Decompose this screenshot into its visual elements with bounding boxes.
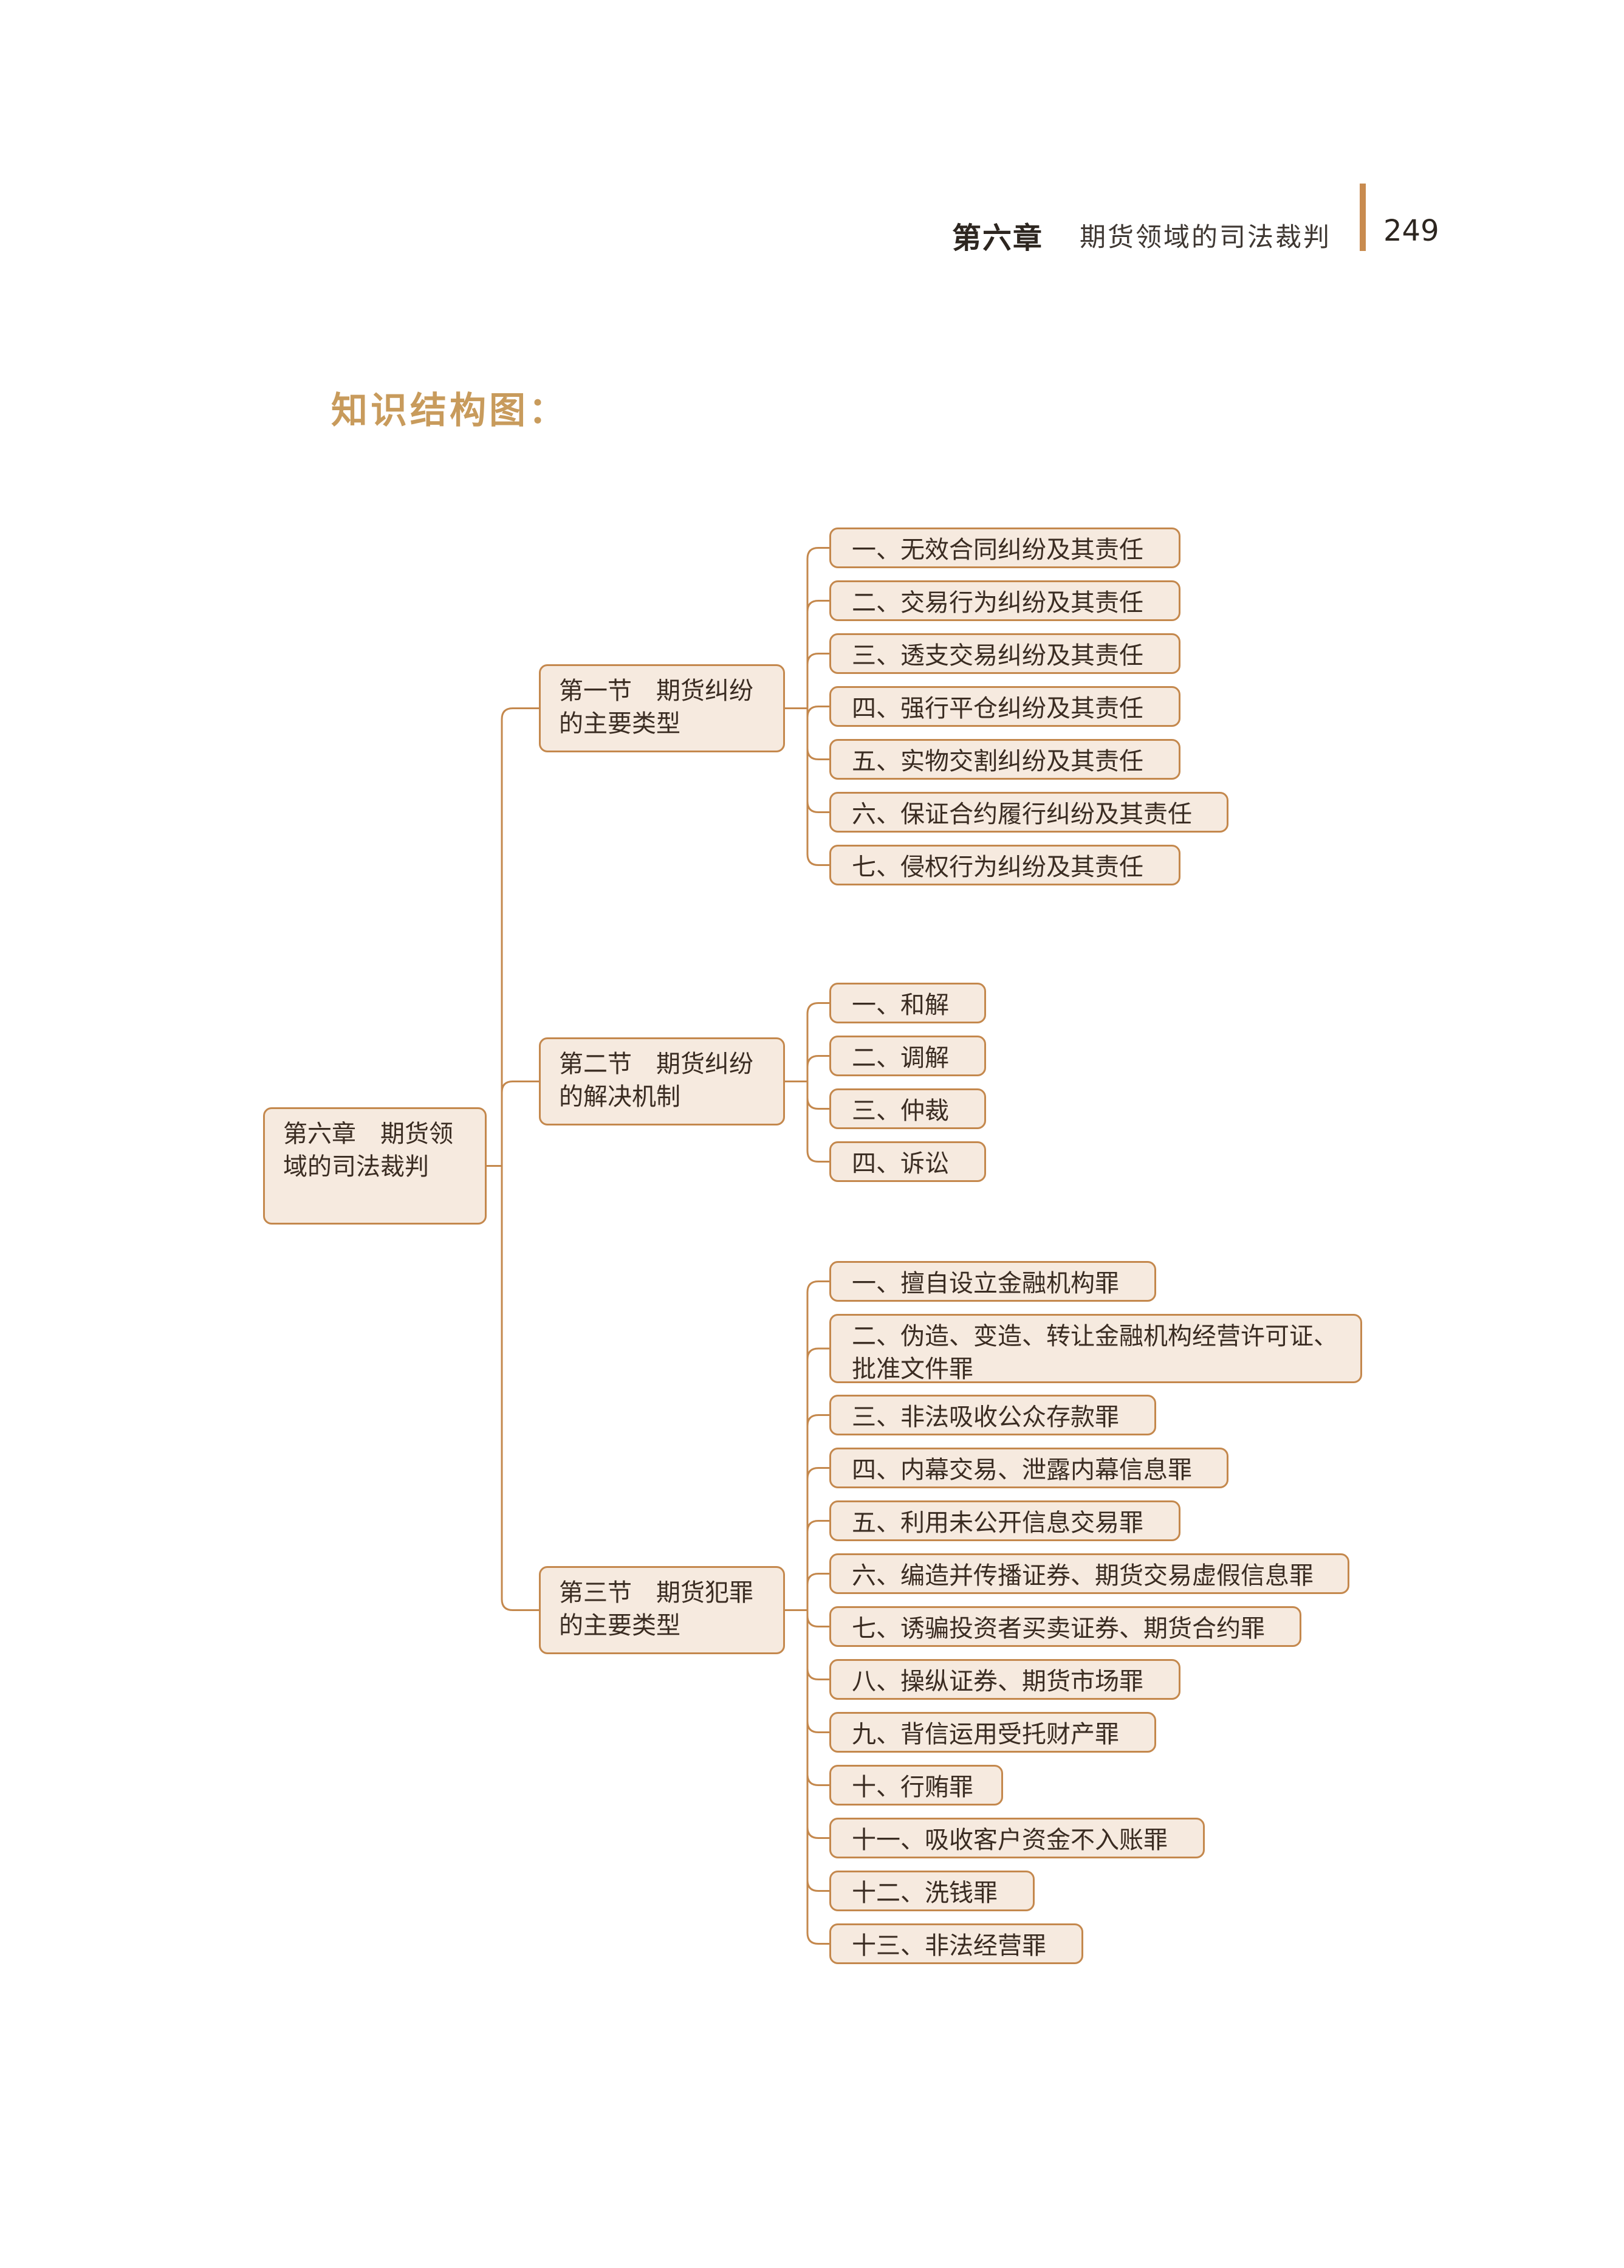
leaf-node: 二、伪造、变造、转让金融机构经营许可证、 批准文件罪 xyxy=(829,1314,1362,1383)
leaf-node: 三、非法吸收公众存款罪 xyxy=(829,1395,1156,1435)
section-3-connector-branch xyxy=(806,1467,829,1479)
section-1-connector-branch xyxy=(806,801,829,813)
section-2-connector-branch xyxy=(806,1150,829,1163)
section-2-connector-branch xyxy=(806,1002,829,1014)
leaf-node: 三、仲裁 xyxy=(829,1088,986,1129)
leaf-node: 四、强行平仓纠纷及其责任 xyxy=(829,686,1180,727)
leaf-node: 十一、吸收客户资金不入账罪 xyxy=(829,1818,1205,1858)
section-3-connector-branch xyxy=(806,1827,829,1839)
section-3-connector-branch xyxy=(806,1414,829,1426)
header-chapter: 第六章 xyxy=(952,221,1044,255)
leaf-node: 九、背信运用受托财产罪 xyxy=(829,1712,1156,1753)
leaf-node: 二、调解 xyxy=(829,1036,986,1076)
section-1-connector-branch xyxy=(806,600,829,612)
leaf-node: 一、和解 xyxy=(829,983,986,1023)
section-3-connector-branch xyxy=(806,1280,829,1293)
header-chapter-title: 期货领域的司法裁判 xyxy=(1080,222,1331,253)
section-1-connector-branch xyxy=(806,706,829,718)
section-3-connector-branch xyxy=(806,1933,829,1945)
leaf-node: 一、擅自设立金融机构罪 xyxy=(829,1261,1156,1302)
section-node-1: 第一节 期货纠纷 的主要类型 xyxy=(539,664,785,752)
section-3-connector-branch xyxy=(806,1721,829,1733)
root-connector-branch xyxy=(501,707,539,720)
leaf-node: 八、操纵证券、期货市场罪 xyxy=(829,1659,1180,1700)
section-3-connector-branch xyxy=(806,1615,829,1627)
section-3-connector-branch xyxy=(806,1347,829,1360)
leaf-node: 十二、洗钱罪 xyxy=(829,1871,1035,1911)
leaf-node: 一、无效合同纠纷及其责任 xyxy=(829,527,1180,568)
section-3-connector-branch xyxy=(806,1573,829,1585)
section-2-connector-branch xyxy=(806,1098,829,1110)
section-1-connector-branch xyxy=(806,748,829,760)
section-1-connector-branch xyxy=(806,854,829,866)
leaf-node: 七、诱骗投资者买卖证券、期货合约罪 xyxy=(829,1606,1301,1647)
section-2-connector-branch xyxy=(806,1055,829,1067)
leaf-node: 四、内幕交易、泄露内幕信息罪 xyxy=(829,1448,1228,1488)
leaf-node: 三、透支交易纠纷及其责任 xyxy=(829,633,1180,674)
root-connector-branch xyxy=(501,1081,539,1093)
leaf-node: 四、诉讼 xyxy=(829,1141,986,1182)
section-heading: 知识结构图： xyxy=(331,390,568,432)
section-3-connector-branch xyxy=(806,1774,829,1786)
leaf-node: 二、交易行为纠纷及其责任 xyxy=(829,580,1180,621)
leaf-node: 十三、非法经营罪 xyxy=(829,1923,1083,1964)
page-number: 249 xyxy=(1383,214,1439,248)
section-node-3: 第三节 期货犯罪 的主要类型 xyxy=(539,1566,785,1654)
leaf-node: 五、实物交割纠纷及其责任 xyxy=(829,739,1180,780)
leaf-node: 五、利用未公开信息交易罪 xyxy=(829,1500,1180,1541)
section-1-connector-branch xyxy=(806,653,829,665)
header-divider-bar xyxy=(1360,184,1366,251)
section-node-2: 第二节 期货纠纷 的解决机制 xyxy=(539,1037,785,1125)
leaf-node: 六、编造并传播证券、期货交易虚假信息罪 xyxy=(829,1553,1349,1594)
root-connector-branch xyxy=(501,1599,539,1611)
leaf-node: 十、行贿罪 xyxy=(829,1765,1003,1806)
leaf-node: 七、侵权行为纠纷及其责任 xyxy=(829,845,1180,885)
root-node: 第六章 期货领 域的司法裁判 xyxy=(263,1107,487,1225)
leaf-node: 六、保证合约履行纠纷及其责任 xyxy=(829,792,1228,833)
section-3-connector-branch xyxy=(806,1520,829,1532)
section-3-connector-branch xyxy=(806,1668,829,1680)
section-1-connector-branch xyxy=(806,547,829,559)
section-3-connector-branch xyxy=(806,1880,829,1892)
